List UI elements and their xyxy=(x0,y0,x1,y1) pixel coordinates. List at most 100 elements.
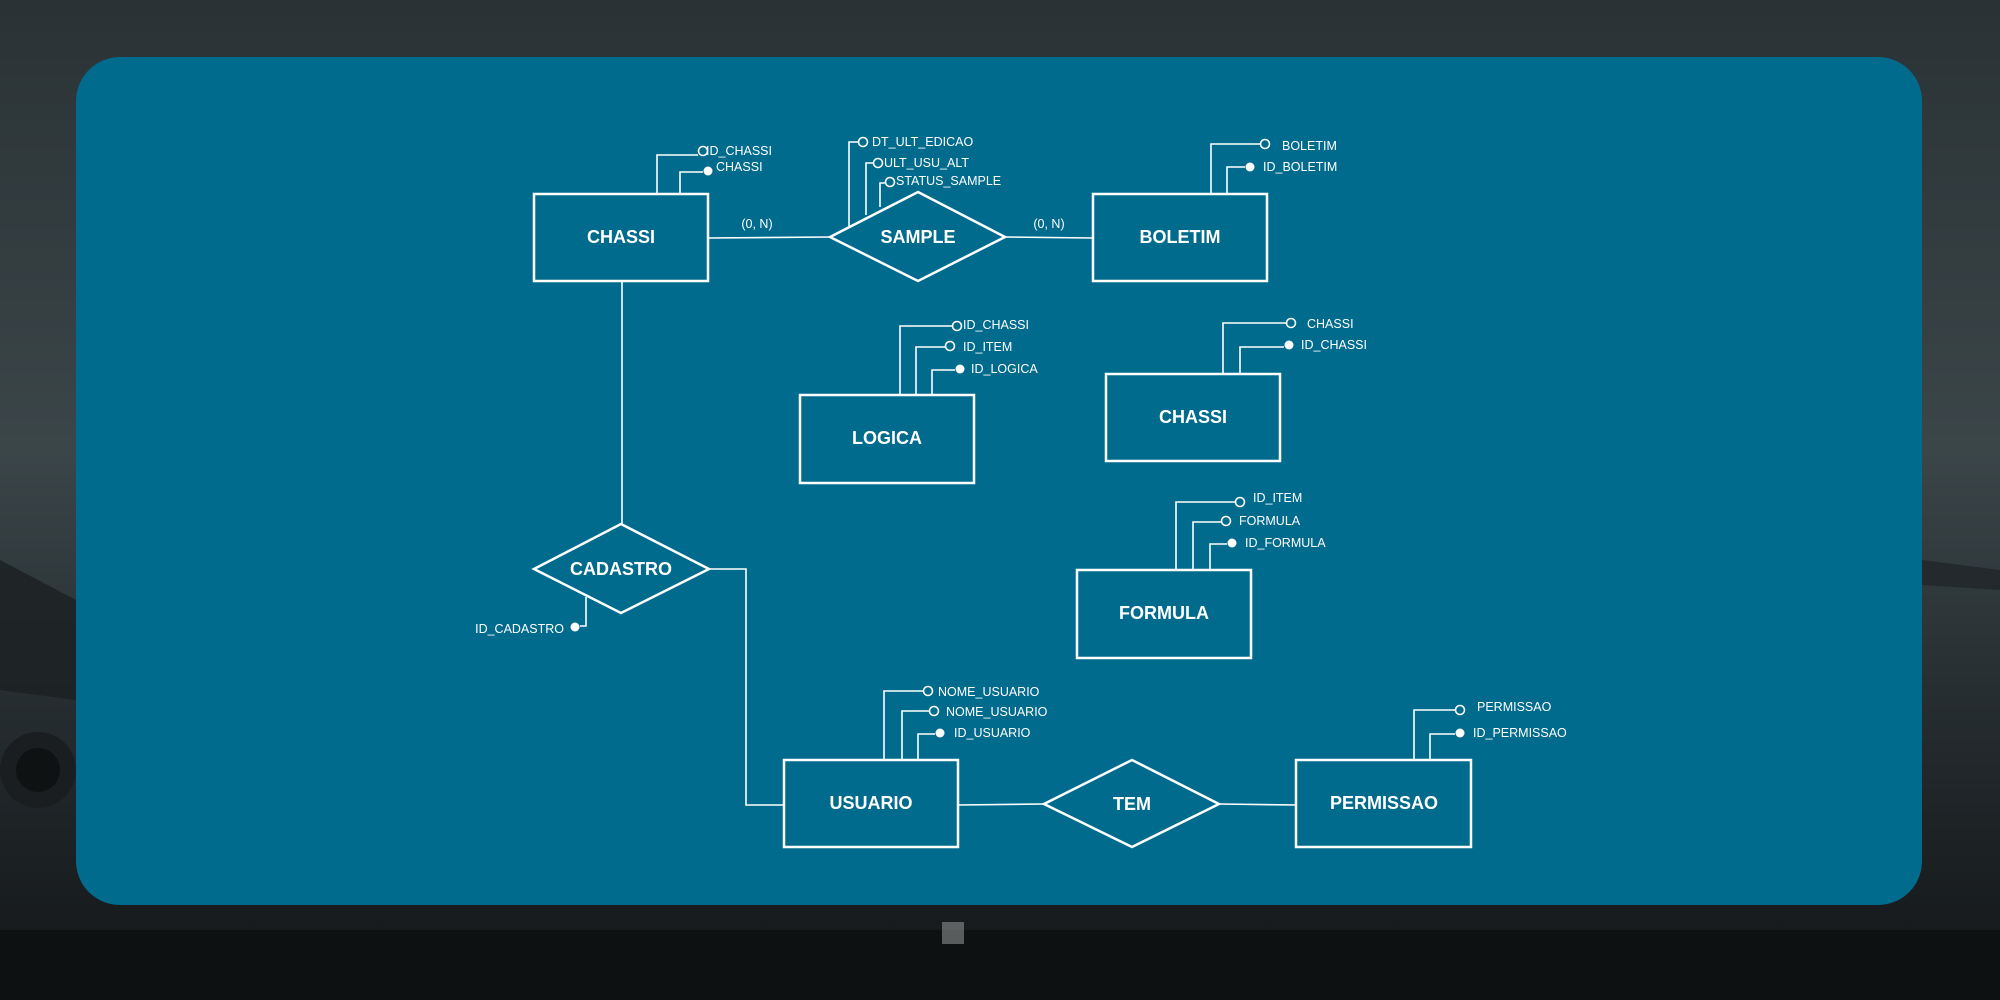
attribute-icon xyxy=(1220,515,1232,527)
key-attribute-icon xyxy=(1455,728,1465,738)
attribute-label: BOLETIM xyxy=(1282,139,1337,153)
entity-label: LOGICA xyxy=(852,428,922,448)
relationship-label: TEM xyxy=(1113,794,1151,814)
attr-connector xyxy=(1239,346,1284,374)
attr-connector xyxy=(1192,521,1221,570)
entity-box xyxy=(532,192,710,283)
attribute-icon xyxy=(1259,138,1271,150)
entity-chassi-secondary[interactable]: CHASSI ID_CHASSI CHASSI xyxy=(1104,317,1367,463)
attribute-label: ID_ITEM xyxy=(963,340,1012,354)
key-attribute-icon xyxy=(955,364,965,374)
entity-label: FORMULA xyxy=(1119,603,1209,623)
attribute-label: ID_USUARIO xyxy=(954,726,1031,740)
relationship-sample[interactable]: DT_ULT_EDICAO ULT_USU_ALT STATUS_SAMPLE … xyxy=(827,135,1008,283)
attribute-icon xyxy=(1454,704,1466,716)
relationship-diamond xyxy=(827,190,1008,283)
attribute-label: ID_BOLETIM xyxy=(1263,160,1337,174)
attr-connector xyxy=(915,346,945,395)
attribute-icon xyxy=(1285,317,1297,329)
entity-chassi[interactable]: ID_CHASSI CHASSI CHASSI xyxy=(532,144,772,283)
entity-formula[interactable]: ID_ITEM FORMULA ID_FORMULA FORMULA xyxy=(1075,491,1326,660)
key-attribute-icon xyxy=(1227,538,1237,548)
attr-connector xyxy=(879,182,885,207)
entity-logica[interactable]: ID_CHASSI ID_ITEM ID_LOGICA LOGICA xyxy=(798,318,1038,485)
relationship-diamond xyxy=(1041,758,1222,849)
entity-label: BOLETIM xyxy=(1140,227,1221,247)
attribute-label: NOME_USUARIO xyxy=(946,705,1048,719)
relationship-label: SAMPLE xyxy=(880,227,955,247)
attribute-label: CHASSI xyxy=(1307,317,1354,331)
attr-connector xyxy=(1413,709,1455,760)
entity-permissao[interactable]: PERMISSAO ID_PERMISSAO PERMISSAO xyxy=(1294,700,1567,849)
attribute-icon xyxy=(697,145,709,157)
entity-box xyxy=(1091,192,1269,283)
attr-connector xyxy=(1175,501,1235,570)
relationship-cadastro[interactable]: CADASTRO ID_CADASTRO xyxy=(475,522,712,636)
link-usuario-tem xyxy=(957,803,1045,806)
cardinality-sample-boletim: (0, N) xyxy=(1033,217,1064,231)
attr-connector xyxy=(865,162,873,215)
link-cadastro-usuario xyxy=(709,568,784,806)
attribute-label: FORMULA xyxy=(1239,514,1301,528)
entity-box xyxy=(1294,758,1473,849)
link-tem-permissao xyxy=(1218,803,1297,806)
entity-label: USUARIO xyxy=(829,793,912,813)
attribute-label: NOME_USUARIO xyxy=(938,685,1040,699)
attribute-icon xyxy=(857,136,869,148)
attribute-label: STATUS_SAMPLE xyxy=(896,174,1001,188)
attr-connector xyxy=(1226,166,1245,194)
key-attribute-icon xyxy=(570,622,580,632)
entity-box xyxy=(1104,372,1282,463)
attribute-icon xyxy=(922,685,934,697)
attribute-label: ID_CHASSI xyxy=(963,318,1029,332)
entity-label: PERMISSAO xyxy=(1330,793,1438,813)
relationship-links xyxy=(621,236,1297,806)
entity-label: CHASSI xyxy=(587,227,655,247)
entity-box xyxy=(782,758,960,849)
key-attribute-icon xyxy=(1284,340,1294,350)
relationship-tem[interactable]: TEM xyxy=(1041,758,1222,849)
attribute-icon xyxy=(884,176,896,188)
entity-box xyxy=(1075,568,1253,660)
relationship-label: CADASTRO xyxy=(570,559,672,579)
link-sample-boletim xyxy=(1004,236,1094,239)
attribute-label: PERMISSAO xyxy=(1477,700,1552,714)
attr-connector xyxy=(901,710,929,760)
attribute-label: ID_FORMULA xyxy=(1245,536,1326,550)
attr-connector xyxy=(917,733,935,760)
attribute-icon xyxy=(951,320,963,332)
key-attribute-icon xyxy=(1245,162,1255,172)
airplane-wing xyxy=(0,560,76,700)
attribute-label: ID_LOGICA xyxy=(971,362,1038,376)
attribute-icon xyxy=(1234,496,1246,508)
attr-connector xyxy=(580,597,587,627)
attribute-label: ID_PERMISSAO xyxy=(1473,726,1567,740)
entity-box xyxy=(798,393,976,485)
attr-connector xyxy=(899,325,952,395)
key-attribute-icon xyxy=(703,166,713,176)
attribute-label: ID_ITEM xyxy=(1253,491,1302,505)
attr-connector xyxy=(1429,733,1455,760)
attribute-icon xyxy=(872,157,884,169)
entity-usuario[interactable]: NOME_USUARIO NOME_USUARIO ID_USUARIO USU… xyxy=(782,685,1048,849)
diagram-panel xyxy=(76,57,1922,905)
attribute-label: CHASSI xyxy=(716,160,763,174)
attribute-label: ULT_USU_ALT xyxy=(884,156,969,170)
attribute-icon xyxy=(928,705,940,717)
relationship-diamond xyxy=(531,522,712,615)
link-chassi-sample xyxy=(707,236,831,239)
attr-connector xyxy=(931,369,955,395)
attr-connector xyxy=(1222,322,1286,374)
attr-connector xyxy=(1210,143,1260,194)
attr-connector xyxy=(848,141,858,226)
attribute-label: ID_CADASTRO xyxy=(475,622,564,636)
attribute-label: DT_ULT_EDICAO xyxy=(872,135,973,149)
entity-boletim[interactable]: BOLETIM ID_BOLETIM BOLETIM xyxy=(1091,138,1337,283)
key-attribute-icon xyxy=(935,728,945,738)
attribute-label: ID_CHASSI xyxy=(706,144,772,158)
attr-connector xyxy=(679,171,703,194)
attribute-icon xyxy=(944,340,956,352)
attr-connector xyxy=(883,690,923,760)
entity-label: CHASSI xyxy=(1159,407,1227,427)
